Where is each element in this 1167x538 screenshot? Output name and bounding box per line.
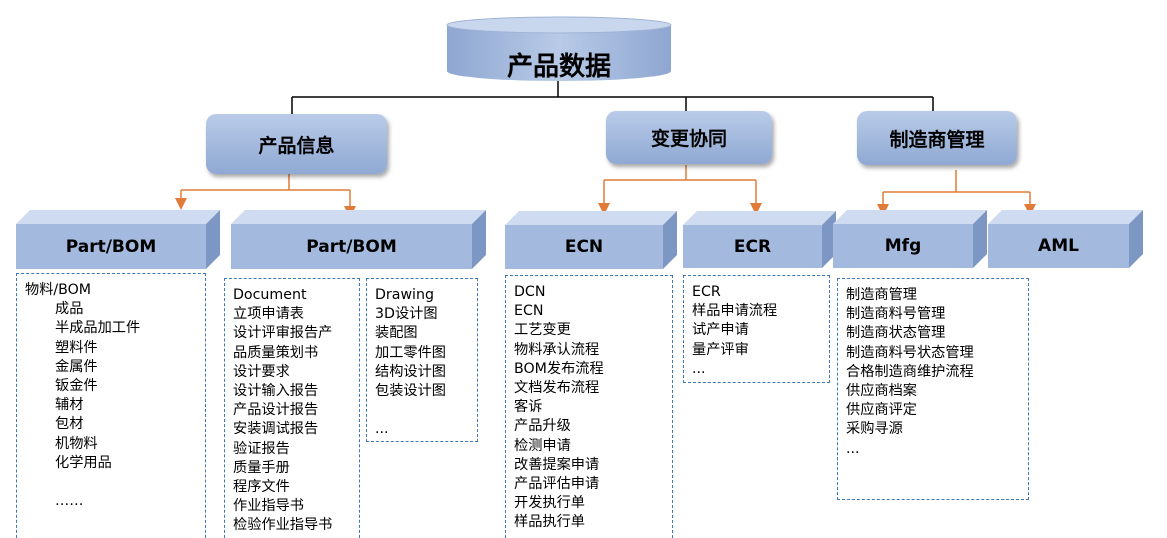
list-item: 钣金件 bbox=[55, 378, 98, 395]
list-item: 安装调试报告 bbox=[233, 421, 319, 438]
list-item: 制造商状态管理 bbox=[846, 325, 946, 342]
node-product-info: 产品信息 bbox=[206, 114, 387, 174]
list-documents: Document 立项申请表设计评审报告产品质量策划书设计要求设计输入报告产品设计… bbox=[224, 278, 360, 538]
list-item: 检测申请 bbox=[514, 437, 571, 454]
list-item: ... bbox=[846, 440, 860, 457]
list-item: 包装设计图 bbox=[375, 383, 446, 400]
list-item: 辅材 bbox=[55, 397, 84, 414]
list-item: 3D设计图 bbox=[375, 306, 438, 323]
list-item: 包材 bbox=[55, 416, 84, 433]
block-mfg: Mfg bbox=[833, 210, 987, 268]
list-item: 金属件 bbox=[55, 358, 98, 375]
block-shape bbox=[231, 210, 486, 269]
list-item: 客诉 bbox=[514, 399, 543, 416]
block-ecn: ECN bbox=[505, 211, 677, 269]
list-item: 制造商管理 bbox=[846, 287, 917, 303]
list-item: 样品申请流程 bbox=[692, 303, 778, 320]
list-item: 成品 bbox=[55, 301, 84, 318]
list-item bbox=[25, 473, 205, 492]
list-item: 合格制造商维护流程 bbox=[846, 363, 974, 380]
list-item: 样品执行单 bbox=[514, 514, 585, 531]
list-item: 装配图 bbox=[375, 325, 418, 342]
list-item: ECR bbox=[692, 284, 721, 300]
list-item: 设计评审报告产 bbox=[233, 325, 333, 342]
list-item: 产品升级 bbox=[514, 418, 571, 435]
block-aml: AML bbox=[988, 210, 1143, 268]
list-item: 质量手册 bbox=[233, 459, 290, 476]
list-item: 工艺变更 bbox=[514, 322, 571, 339]
list-item: 结构设计图 bbox=[375, 363, 446, 380]
list-item: 制造商料号状态管理 bbox=[846, 344, 974, 361]
list-header: 物料/BOM bbox=[25, 282, 92, 298]
list-material-bom: 物料/BOM 成品半成品加工件塑料件金属件钣金件辅材包材机物料化学用品 …… bbox=[16, 273, 206, 538]
list-item: 量产评审 bbox=[692, 341, 749, 358]
list-ecr-items: ECR 样品申请流程试产申请量产评审... bbox=[683, 275, 830, 383]
list-item: …… bbox=[55, 493, 84, 510]
list-mfg-items: 制造商管理制造商料号管理制造商状态管理制造商料号状态管理合格制造商维护流程供应商… bbox=[837, 278, 1029, 500]
list-item: 产品评估申请 bbox=[514, 476, 600, 493]
list-item: 文档发布流程 bbox=[514, 380, 600, 397]
list-item: 物料承认流程 bbox=[514, 341, 600, 358]
block-label: Part/BOM bbox=[306, 236, 397, 257]
list-item: 化学用品 bbox=[55, 454, 112, 471]
list-item: 验证报告 bbox=[233, 440, 290, 457]
list-ecn-items: DCN ECN 工艺变更物料承认流程 BOM发布流程文档发布流程客诉产品升级检测申请改… bbox=[505, 275, 673, 538]
list-item: DCN bbox=[514, 284, 546, 300]
block-label: AML bbox=[1038, 236, 1079, 256]
block-label: Part/BOM bbox=[65, 236, 157, 257]
list-item: 加工零件图 bbox=[375, 344, 446, 361]
list-item: ... bbox=[375, 421, 389, 438]
list-item bbox=[375, 401, 477, 420]
branch-arrows bbox=[175, 165, 1036, 218]
list-item: 供应商评定 bbox=[846, 402, 917, 419]
block-part-bom-1: Part/BOM bbox=[16, 210, 220, 269]
list-item: 作业指导书 bbox=[233, 498, 304, 515]
block-shape bbox=[833, 210, 987, 268]
block-part-bom-2: Part/BOM bbox=[231, 210, 486, 269]
list-item: 机物料 bbox=[55, 435, 98, 452]
list-item: 立项申请表 bbox=[233, 306, 304, 323]
node-change-collab: 变更协同 bbox=[606, 111, 772, 164]
root-label: 产品数据 bbox=[506, 52, 611, 82]
block-label: ECN bbox=[564, 237, 604, 257]
root-tree-lines bbox=[291, 80, 934, 114]
block-shape bbox=[16, 210, 220, 269]
list-item: 程序文件 bbox=[233, 479, 290, 496]
list-item: ECN bbox=[514, 303, 544, 320]
node-manufacturer-mgmt: 制造商管理 bbox=[857, 111, 1017, 165]
list-item: 供应商档案 bbox=[846, 383, 917, 400]
list-item: 制造商料号管理 bbox=[846, 306, 946, 323]
block-label: ECR bbox=[733, 236, 772, 257]
list-drawings: Drawing 3D设计图装配图加工零件图结构设计图包装设计图 ... bbox=[366, 278, 478, 442]
cylinder-shape bbox=[446, 16, 672, 81]
list-item: 设计输入报告 bbox=[233, 383, 319, 400]
list-item: BOM发布流程 bbox=[514, 360, 604, 377]
block-shape bbox=[988, 210, 1143, 268]
list-item: 改善提案申请 bbox=[514, 456, 600, 473]
block-shape bbox=[505, 211, 677, 269]
list-item: 半成品加工件 bbox=[55, 320, 141, 337]
block-ecr: ECR bbox=[683, 211, 836, 268]
list-item: 检验作业指导书 bbox=[233, 517, 333, 534]
list-item: Drawing bbox=[375, 287, 434, 303]
root-node: 产品数据 bbox=[446, 16, 672, 82]
list-item: 设计要求 bbox=[233, 363, 290, 380]
list-item: ... bbox=[692, 360, 706, 377]
list-item: 塑料件 bbox=[55, 339, 98, 356]
list-item: 试产申请 bbox=[692, 322, 749, 339]
list-item: 品质量策划书 bbox=[233, 344, 319, 361]
block-shape bbox=[683, 211, 836, 268]
list-item: 采购寻源 bbox=[846, 421, 903, 438]
list-item: 开发执行单 bbox=[514, 495, 585, 512]
list-item: 产品设计报告 bbox=[233, 402, 319, 419]
list-item: Document bbox=[233, 287, 307, 303]
block-label: Mfg bbox=[884, 236, 922, 256]
